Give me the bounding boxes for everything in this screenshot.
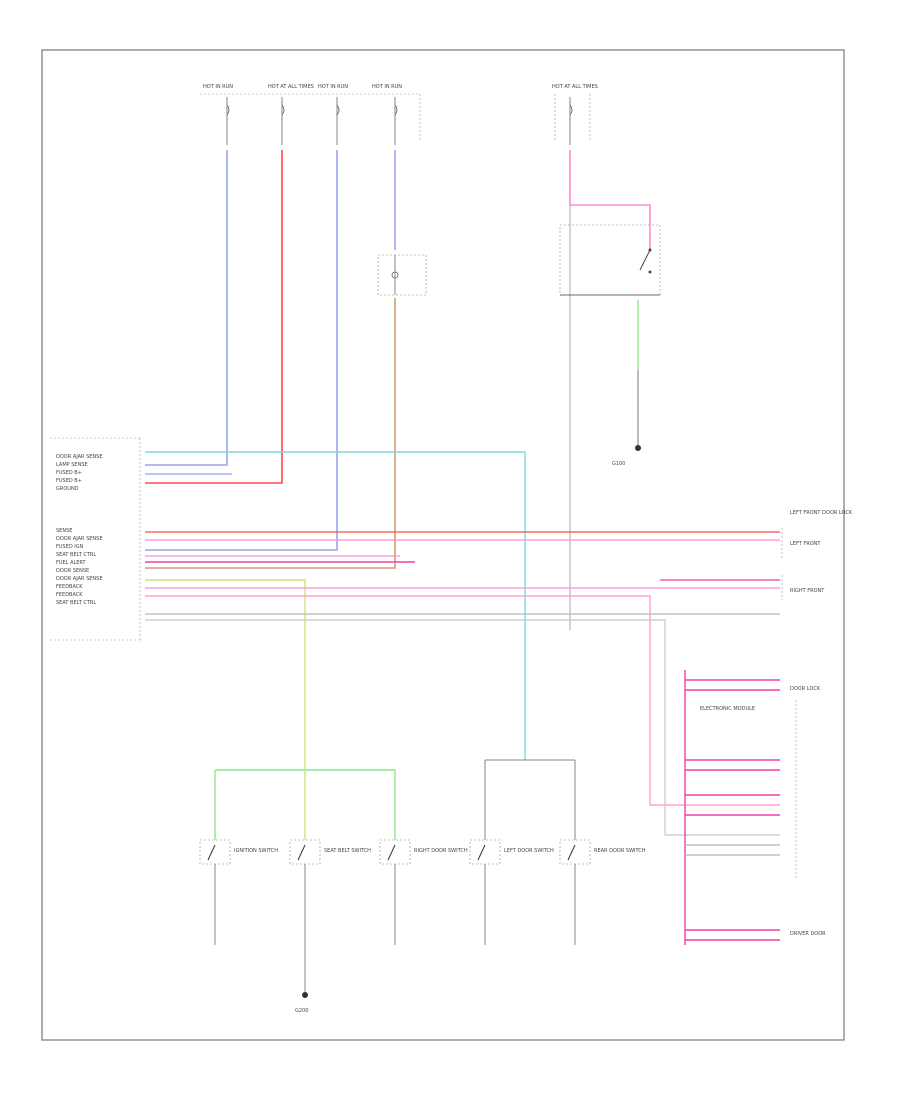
module-pin-13: FEEDBACK — [56, 584, 83, 590]
fuse-label-1: HOT IN RUN — [203, 84, 233, 90]
fuse-block-left: HOT IN RUN HOT AT ALL TIMES HOT IN RUN H… — [200, 84, 421, 145]
wire-red — [145, 150, 283, 484]
wire-pink-feed — [569, 150, 651, 250]
diagram-border — [41, 49, 845, 1041]
right-component-6: DRIVER DOOR — [790, 931, 826, 937]
fuse-3 — [336, 97, 340, 145]
fuse-4 — [394, 97, 398, 145]
fuse-label-5: HOT AT ALL TIMES — [552, 84, 598, 90]
right-component-4: ELECTRONIC MODULE — [700, 706, 755, 712]
module-pin-5: GROUND — [56, 486, 79, 492]
wire-gray-right-2 — [145, 619, 780, 836]
module-pin-2: LAMP SENSE — [56, 462, 88, 468]
wire-lime-down — [145, 579, 306, 760]
wire-pink-right-2 — [145, 595, 780, 806]
module-pin-1: DOOR AJAR SENSE — [56, 454, 102, 460]
right-component-2: LEFT FRONT — [790, 541, 821, 547]
module-pin-11: DOOR SENSE — [56, 568, 89, 574]
wire-blue-2 — [145, 150, 338, 551]
wire-cyan-long — [145, 451, 526, 760]
fuse-label-3: HOT IN RUN — [318, 84, 348, 90]
ground-label-lower: G200 — [295, 1008, 308, 1014]
switch-4: LEFT DOOR SWITCH — [469, 839, 554, 945]
relay-right — [559, 224, 661, 296]
switch-label-5: REAR DOOR SWITCH — [594, 848, 646, 854]
fuse-label-4: HOT IN RUN — [372, 84, 402, 90]
module-pin-14: FEEDBACK — [56, 592, 83, 598]
fuse-5 — [569, 97, 573, 145]
module-pin-15: SEAT BELT CTRL — [56, 600, 96, 606]
switch-5: REAR DOOR SWITCH — [559, 839, 646, 945]
switch-label-4: LEFT DOOR SWITCH — [504, 848, 554, 854]
module-pin-4: FUSED B+ — [56, 478, 82, 484]
switch-label-3: RIGHT DOOR SWITCH — [414, 848, 468, 854]
module-pin-3: FUSED B+ — [56, 470, 82, 476]
switch-1: IGNITION SWITCH — [199, 839, 278, 945]
module-pin-7: DOOR AJAR SENSE — [56, 536, 102, 542]
module-pin-9: SEAT BELT CTRL — [56, 552, 96, 558]
right-component-1: LEFT FRONT DOOR LOCK — [790, 510, 853, 516]
fuse-2 — [281, 97, 285, 145]
switch-label-2: SEAT BELT SWITCH — [324, 848, 371, 854]
ground-symbol — [302, 992, 308, 998]
wire-blue-1 — [145, 150, 228, 466]
wire-cyan-s4 — [484, 759, 576, 840]
switch-label-1: IGNITION SWITCH — [234, 848, 278, 854]
module-pin-10: FUEL ALERT — [56, 560, 87, 566]
switch-3: RIGHT DOOR SWITCH — [379, 839, 468, 945]
right-component-5: DOOR LOCK — [790, 686, 821, 692]
switch-2: SEAT BELT SWITCH — [289, 839, 371, 995]
relay-module — [377, 254, 427, 296]
fuse-block-right: HOT AT ALL TIMES — [552, 84, 598, 145]
fuse-label-2: HOT AT ALL TIMES — [268, 84, 314, 90]
module-pin-8: FUSED IGN — [56, 544, 84, 550]
ground-label-upper: G100 — [612, 461, 625, 467]
fuse-1 — [226, 97, 230, 145]
body-control-module: DOOR AJAR SENSE LAMP SENSE FUSED B+ FUSE… — [50, 437, 141, 641]
module-pin-6: SENSE — [56, 528, 72, 534]
module-pin-12: DOOR AJAR SENSE — [56, 576, 102, 582]
wire-tan — [145, 298, 396, 569]
right-component-3: RIGHT FRONT — [790, 588, 825, 594]
